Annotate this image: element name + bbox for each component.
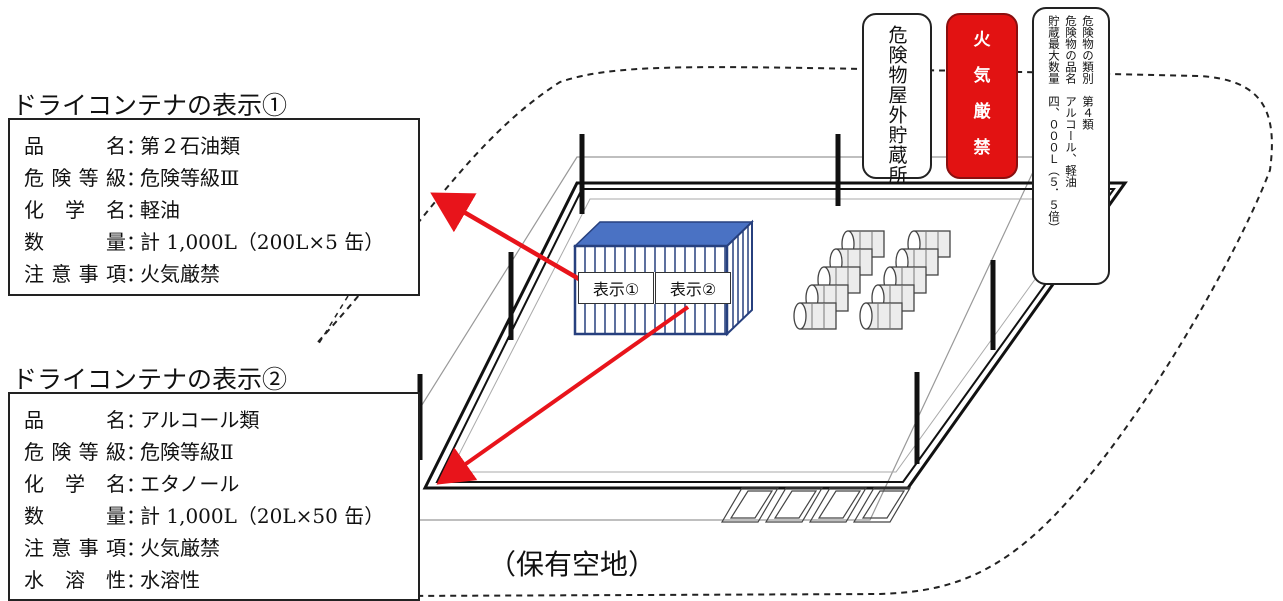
- info-name: 危険物の品名 アルコール、軽油: [1064, 15, 1078, 188]
- info-row: 化学名：軽油: [24, 192, 418, 224]
- connector-dashed: [317, 295, 349, 346]
- row-separator: ：: [126, 133, 146, 158]
- row-separator: ：: [126, 261, 146, 286]
- fence-inner: [435, 188, 1116, 483]
- info-row: 注意事項：火気厳禁: [24, 530, 418, 562]
- container-label-2: 表示②: [655, 272, 731, 304]
- inner-floor: [449, 198, 1094, 473]
- fire-char-4: 禁: [973, 138, 991, 158]
- info-row: 品名：第２石油類: [24, 128, 418, 160]
- fence-outer: [422, 181, 1128, 490]
- row-label: 品名: [24, 407, 126, 432]
- facility-sign: 危険物屋外貯蔵所: [862, 13, 932, 185]
- info-quantity: 貯蔵最大数量 四、０００Ｌ（５．５倍）: [1047, 15, 1061, 234]
- row-separator: ：: [126, 471, 146, 496]
- arrow-label1: [430, 192, 600, 292]
- drums: [793, 230, 951, 330]
- row-separator: ：: [126, 535, 146, 560]
- holding-space-boundary: [317, 66, 1273, 597]
- row-label: 品名: [24, 133, 126, 158]
- drum: [793, 302, 837, 330]
- row-label: 注意事項: [24, 261, 126, 286]
- storage-info-sign: 危険物の類別 第４類 危険物の品名 アルコール、軽油 貯蔵最大数量 四、０００Ｌ…: [1032, 7, 1110, 285]
- info-row: 数量：計 1,000L（20L×50 缶）: [24, 498, 418, 530]
- row-value: エタノール: [140, 471, 240, 496]
- row-label: 数量: [24, 229, 126, 254]
- info-row: 水溶性：水溶性: [24, 562, 418, 594]
- row-value: 水溶性: [140, 567, 200, 592]
- row-separator: ：: [126, 407, 146, 432]
- display2-title: ドライコンテナの表示②: [12, 365, 288, 394]
- row-separator: ：: [126, 197, 146, 222]
- row-value: 危険等級Ⅲ: [140, 165, 240, 190]
- row-value: 軽油: [140, 197, 180, 222]
- row-value: 計 1,000L（200L×5 缶）: [140, 229, 385, 254]
- row-label: 化学名: [24, 471, 126, 496]
- drum: [859, 302, 903, 330]
- info-row: 危険等級：危険等級Ⅱ: [24, 434, 418, 466]
- row-separator: ：: [126, 439, 146, 464]
- row-separator: ：: [126, 229, 146, 254]
- fire-char-1: 火: [973, 30, 991, 50]
- row-value: 第２石油類: [140, 133, 240, 158]
- row-value: アルコール類: [140, 407, 260, 432]
- row-value: 計 1,000L（20L×50 缶）: [140, 503, 385, 528]
- fence-posts: [417, 134, 996, 464]
- info-row: 数量：計 1,000L（200L×5 缶）: [24, 224, 418, 256]
- row-label: 危険等級: [24, 439, 126, 464]
- row-label: 水溶性: [24, 567, 126, 592]
- holding-space-label: （保有空地）: [488, 548, 657, 581]
- info-row: 危険等級：危険等級Ⅲ: [24, 160, 418, 192]
- row-value: 火気厳禁: [140, 261, 220, 286]
- fire-char-3: 厳: [973, 102, 991, 122]
- row-label: 数量: [24, 503, 126, 528]
- row-separator: ：: [126, 567, 146, 592]
- display1-title: ドライコンテナの表示①: [12, 91, 288, 120]
- parking-slots: [720, 487, 912, 523]
- row-label: 危険等級: [24, 165, 126, 190]
- info-row: 化学名：エタノール: [24, 466, 418, 498]
- row-label: 注意事項: [24, 535, 126, 560]
- info-row: 品名：アルコール類: [24, 402, 418, 434]
- fire-char-2: 気: [973, 66, 991, 86]
- row-separator: ：: [126, 503, 146, 528]
- container-label-1: 表示①: [578, 272, 654, 304]
- row-separator: ：: [126, 165, 146, 190]
- row-value: 火気厳禁: [140, 535, 220, 560]
- row-value: 危険等級Ⅱ: [140, 439, 234, 464]
- info-class: 危険物の類別 第４類: [1081, 15, 1095, 130]
- row-label: 化学名: [24, 197, 126, 222]
- facility-sign-text: 危険物屋外貯蔵所: [885, 25, 908, 185]
- arrow-label2: [436, 305, 690, 485]
- fire-prohibited-sign: 火 気 厳 禁: [946, 13, 1018, 179]
- info-row: 注意事項：火気厳禁: [24, 256, 418, 288]
